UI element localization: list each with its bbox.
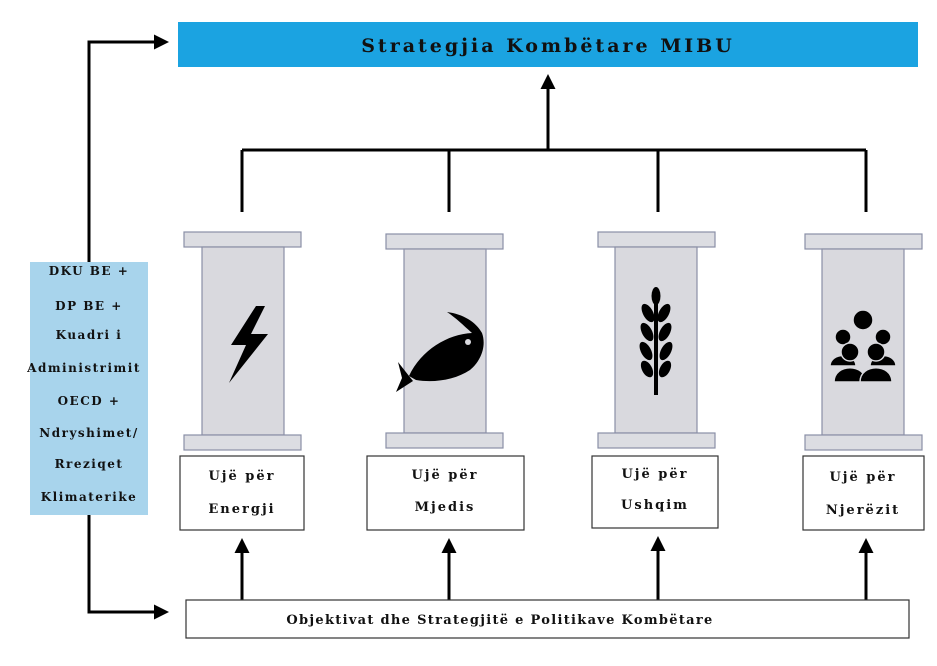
title-box — [178, 22, 918, 67]
pillar-bottom-cap — [804, 434, 923, 451]
bottom-box-label: Objektivat dhe Strategjitë e Politikave … — [286, 613, 713, 628]
pillar-food — [597, 231, 716, 449]
pillar-bottom-cap — [597, 432, 716, 449]
pillar-label-line1: Ujë për — [411, 468, 478, 483]
side-panel-line: Ndryshimet/ — [39, 426, 138, 440]
pillar-energy — [183, 231, 302, 451]
bottom-box — [185, 599, 910, 639]
pillar-column — [821, 248, 905, 436]
pillar-label-energy: Ujë për Energji — [179, 455, 305, 531]
pillar-bottom-cap — [183, 434, 302, 451]
fish-icon — [396, 312, 484, 392]
up-arrows — [234, 536, 874, 600]
diagram-title: Strategjia Kombëtare MIBU — [361, 35, 735, 57]
side-panel: DKU BE + DP BE + Kuadri i Administrimit … — [26, 262, 148, 515]
pillar-label-line2: Njerëzit — [826, 503, 900, 518]
side-panel-line: Administrimit — [26, 361, 141, 375]
pillar-label-food: Ujë për Ushqim — [591, 455, 719, 529]
pillar-bottom-cap — [385, 432, 504, 449]
pillar-top-cap — [597, 231, 716, 248]
pillar-label-line1: Ujë për — [829, 470, 896, 485]
pillar-label-people: Ujë për Njerëzit — [802, 455, 925, 531]
wheat-icon — [639, 287, 673, 395]
pillar-label-line1: Ujë për — [208, 469, 275, 484]
side-panel-line: DP BE + — [55, 299, 123, 313]
lightning-icon — [229, 306, 268, 383]
connector-tree — [240, 74, 868, 212]
side-panel-line: DKU BE + — [49, 264, 130, 278]
pillar-people — [804, 233, 923, 451]
pillar-label-line1: Ujë për — [621, 467, 688, 482]
pillar-top-cap — [804, 233, 923, 250]
pillar-environment — [385, 233, 504, 449]
pillar-label-environment: Ujë për Mjedis — [366, 455, 525, 531]
pillar-label-line2: Mjedis — [415, 500, 476, 515]
side-panel-box — [30, 262, 148, 515]
side-panel-line: Klimaterike — [41, 490, 138, 504]
pillar-label-line2: Energji — [208, 502, 275, 517]
side-panel-line: Kuadri i — [56, 328, 123, 342]
pillar-top-cap — [183, 231, 302, 248]
people-icon — [829, 309, 897, 383]
side-panel-line: OECD + — [58, 394, 121, 408]
pillar-top-cap — [385, 233, 504, 250]
side-connectors — [87, 34, 169, 620]
side-panel-line: Rreziqet — [55, 457, 124, 471]
pillar-label-line2: Ushqim — [621, 498, 689, 513]
